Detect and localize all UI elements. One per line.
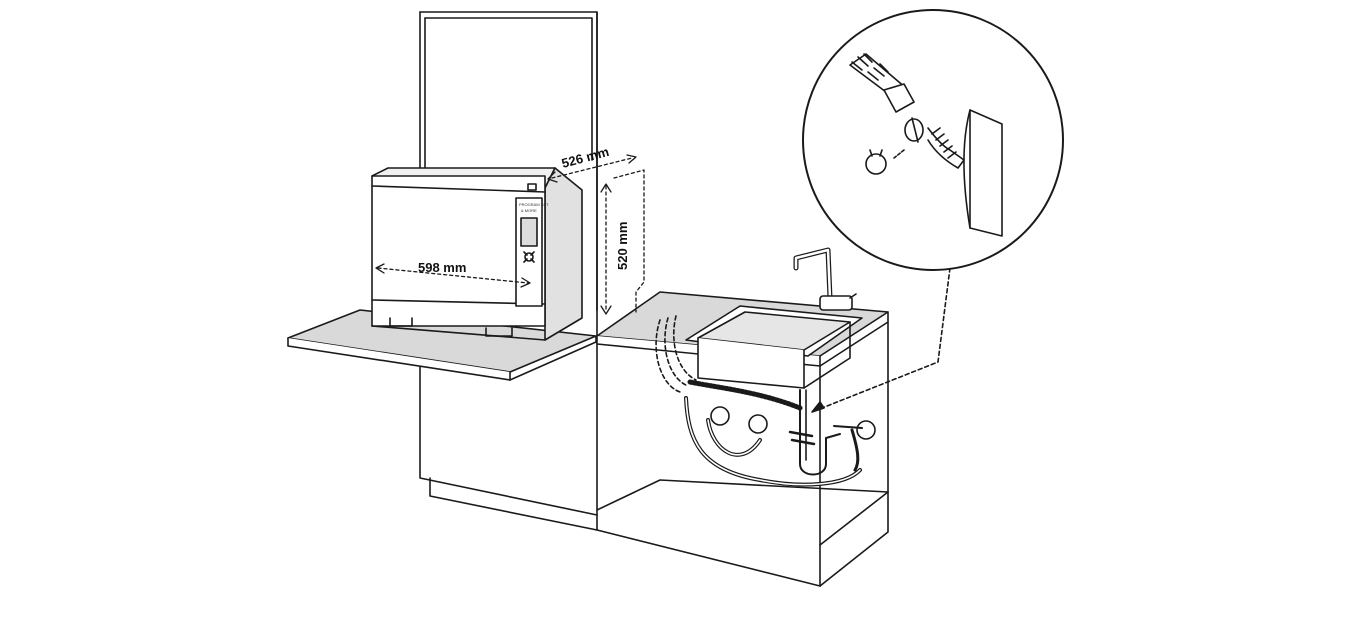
detail-leader	[811, 267, 951, 413]
dimension-lines	[375, 154, 645, 315]
sink	[685, 247, 863, 389]
control-panel-text: PROGRAM SET & MORE	[519, 202, 549, 213]
depth-label: 526 mm	[560, 144, 611, 171]
panel-text-line2: & MORE	[521, 208, 537, 213]
height-label: 520 mm	[615, 222, 630, 270]
detail-magnifier	[802, 9, 1064, 271]
panel-text-line1: PROGRAM SET	[519, 202, 549, 207]
plumbing	[655, 315, 876, 487]
dishwasher	[371, 167, 583, 341]
width-label: 598 mm	[418, 260, 466, 275]
pull-out-shelf	[287, 309, 597, 381]
tall-cabinet	[419, 11, 598, 531]
